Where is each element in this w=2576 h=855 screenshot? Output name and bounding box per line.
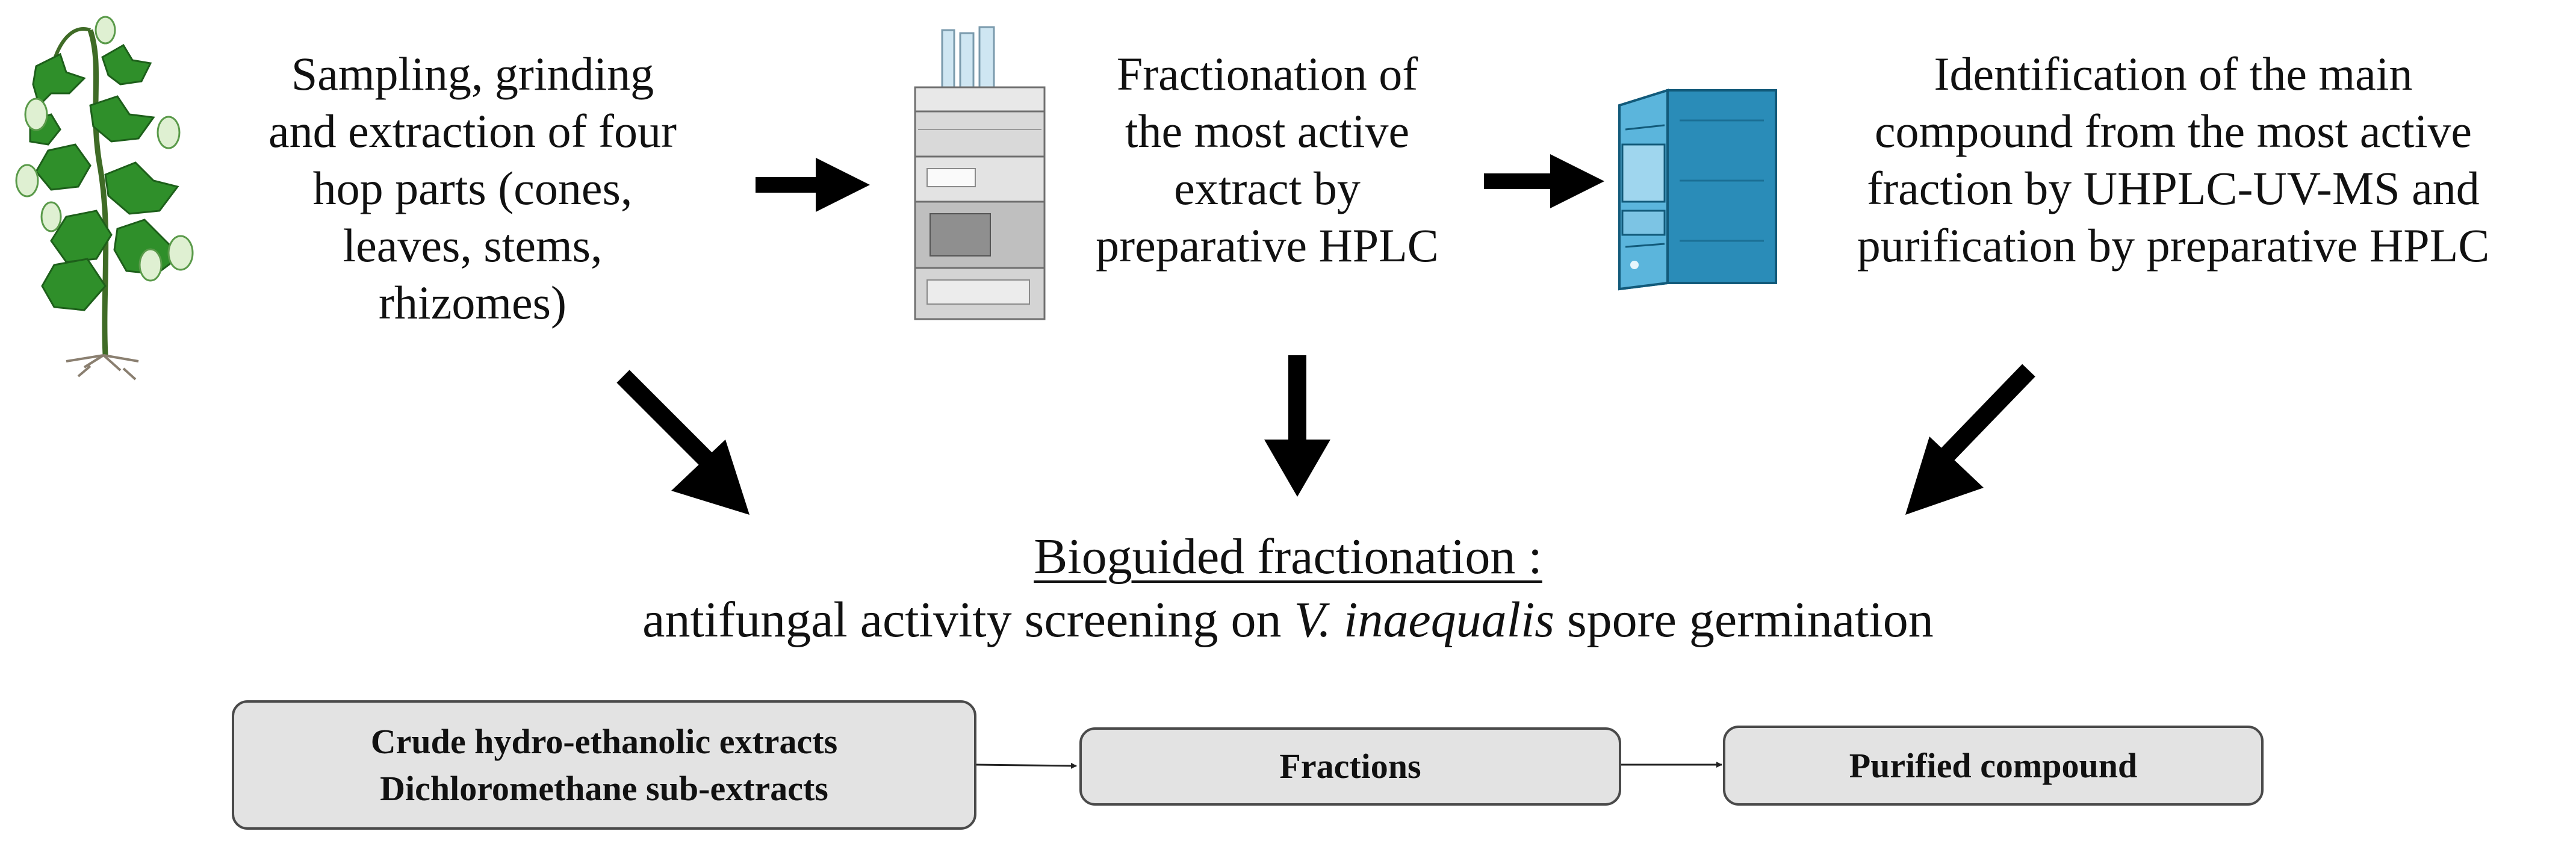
- box-arrow-1: [976, 762, 1077, 769]
- uhplc-ms-instrument-icon: [1618, 89, 1777, 291]
- hop-plant-icon: [15, 16, 194, 381]
- step-1-line: and extraction of four: [268, 105, 677, 157]
- step-3-line: compound from the most active: [1874, 105, 2472, 157]
- bioguided-heading: Bioguided fractionation : antifungal act…: [0, 525, 2576, 651]
- flow-arrow-center-to-bioguided: [1264, 355, 1330, 497]
- step-3-line: fraction by UHPLC-UV-MS and: [1867, 162, 2480, 214]
- box-line: Purified compound: [1849, 745, 2138, 785]
- flow-arrow-step1-to-step2: [756, 158, 870, 212]
- step-2-line: the most active: [1125, 105, 1410, 157]
- box-crude-extracts: Crude hydro-ethanolic extracts Dichlorom…: [232, 700, 976, 830]
- flow-arrow-step2-to-step3: [1484, 154, 1604, 208]
- step-1-line: hop parts (cones,: [312, 162, 633, 214]
- box-line: Fractions: [1279, 747, 1421, 786]
- box-line: Dichloromethane sub-extracts: [380, 768, 828, 808]
- flow-arrow-left-to-bioguided: [616, 370, 750, 515]
- step-3-line: Identification of the main: [1934, 48, 2413, 100]
- flow-arrow-right-to-bioguided: [1905, 364, 2035, 515]
- box-fractions: Fractions: [1079, 727, 1621, 806]
- box-purified-compound: Purified compound: [1723, 726, 2264, 806]
- step-1-line: Sampling, grinding: [291, 48, 654, 100]
- step-2-line: extract by: [1174, 162, 1361, 214]
- bioguided-title: Bioguided fractionation :: [1034, 529, 1542, 585]
- step-2-line: Fractionation of: [1116, 48, 1418, 100]
- step-3-text: Identification of the main compound from…: [1782, 45, 2565, 274]
- box-line: Crude hydro-ethanolic extracts: [370, 721, 838, 761]
- step-2-line: preparative HPLC: [1096, 219, 1439, 272]
- step-1-text: Sampling, grinding and extraction of fou…: [238, 45, 707, 331]
- step-2-text: Fractionation of the most active extract…: [1051, 45, 1484, 274]
- step-3-line: purification by preparative HPLC: [1857, 219, 2490, 272]
- step-1-line: leaves, stems,: [343, 219, 603, 272]
- hplc-instrument-icon: [914, 26, 1046, 320]
- step-1-line: rhizomes): [379, 276, 566, 329]
- bioguided-subtitle: antifungal activity screening on V. inae…: [642, 592, 1934, 648]
